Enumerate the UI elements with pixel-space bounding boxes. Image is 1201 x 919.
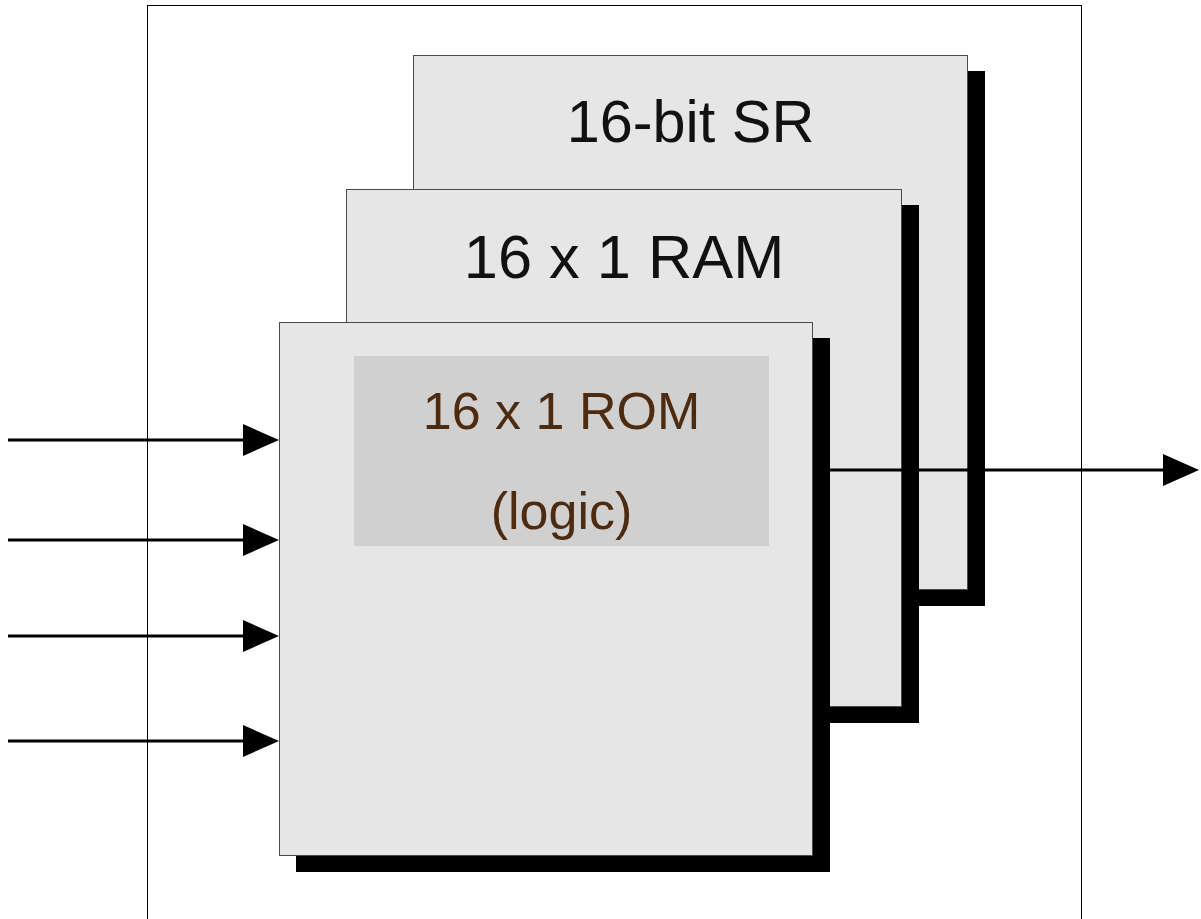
logic-panel: 16 x 1 ROM (logic) [354, 356, 769, 546]
input-arrow [8, 635, 246, 638]
input-arrow [8, 740, 246, 743]
box-label: 16 x 1 RAM [347, 226, 901, 287]
input-arrow [8, 539, 246, 542]
input-arrow [8, 439, 246, 442]
arrow-head [243, 524, 279, 556]
box-label: 16 x 1 ROM [423, 385, 700, 437]
box-label: (logic) [491, 485, 633, 537]
arrow-head [243, 424, 279, 456]
output-arrow [813, 469, 1170, 472]
arrow-head [243, 620, 279, 652]
label-area: 16-bit SR [414, 56, 967, 151]
box-label: 16-bit SR [414, 92, 967, 151]
arrow-head [1163, 454, 1199, 486]
label-area: 16 x 1 RAM [347, 190, 901, 287]
outer-frame [148, 6, 1082, 919]
arrow-head [243, 725, 279, 757]
rom-box: 16 x 1 ROM (logic) [279, 322, 813, 856]
